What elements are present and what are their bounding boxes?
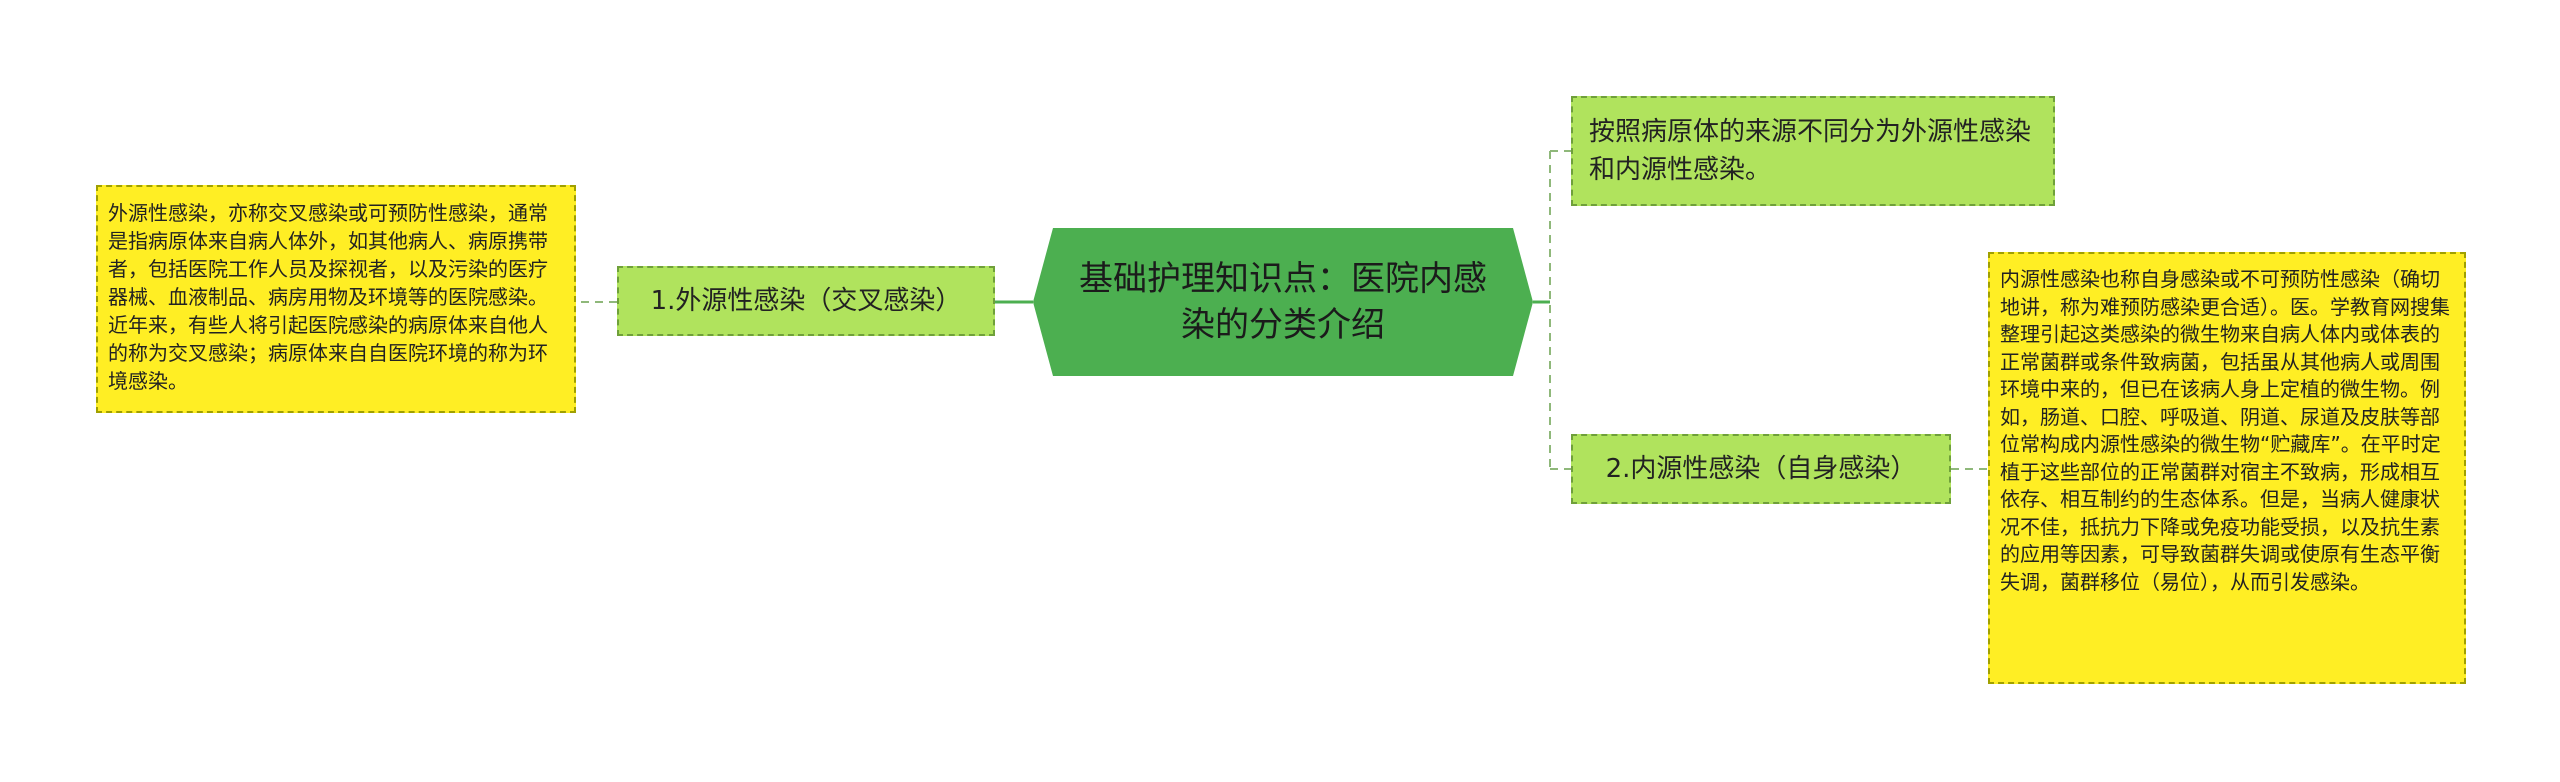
branch-endogenous[interactable]: 2.内源性感染（自身感染） <box>1571 434 1951 504</box>
note-exogenous-text: 外源性感染，亦称交叉感染或可预防性感染，通常是指病原体来自病人体外，如其他病人、… <box>108 201 548 393</box>
branch-exogenous[interactable]: 1.外源性感染（交叉感染） <box>617 266 995 336</box>
root-node[interactable]: 基础护理知识点：医院内感染的分类介绍 <box>1033 228 1533 376</box>
note-endogenous-text: 内源性感染也称自身感染或不可预防性感染（确切地讲，称为难预防感染更合适）。医。学… <box>2000 267 2450 594</box>
branch-endogenous-label: 2.内源性感染（自身感染） <box>1605 454 1917 484</box>
root-title: 基础护理知识点：医院内感染的分类介绍 <box>1079 259 1487 345</box>
branch-source[interactable]: 按照病原体的来源不同分为外源性感染和内源性感染。 <box>1571 96 2055 206</box>
note-exogenous[interactable]: 外源性感染，亦称交叉感染或可预防性感染，通常是指病原体来自病人体外，如其他病人、… <box>96 185 576 413</box>
note-endogenous[interactable]: 内源性感染也称自身感染或不可预防性感染（确切地讲，称为难预防感染更合适）。医。学… <box>1988 252 2466 684</box>
branch-exogenous-label: 1.外源性感染（交叉感染） <box>650 286 962 316</box>
branch-source-label: 按照病原体的来源不同分为外源性感染和内源性感染。 <box>1589 117 2032 185</box>
